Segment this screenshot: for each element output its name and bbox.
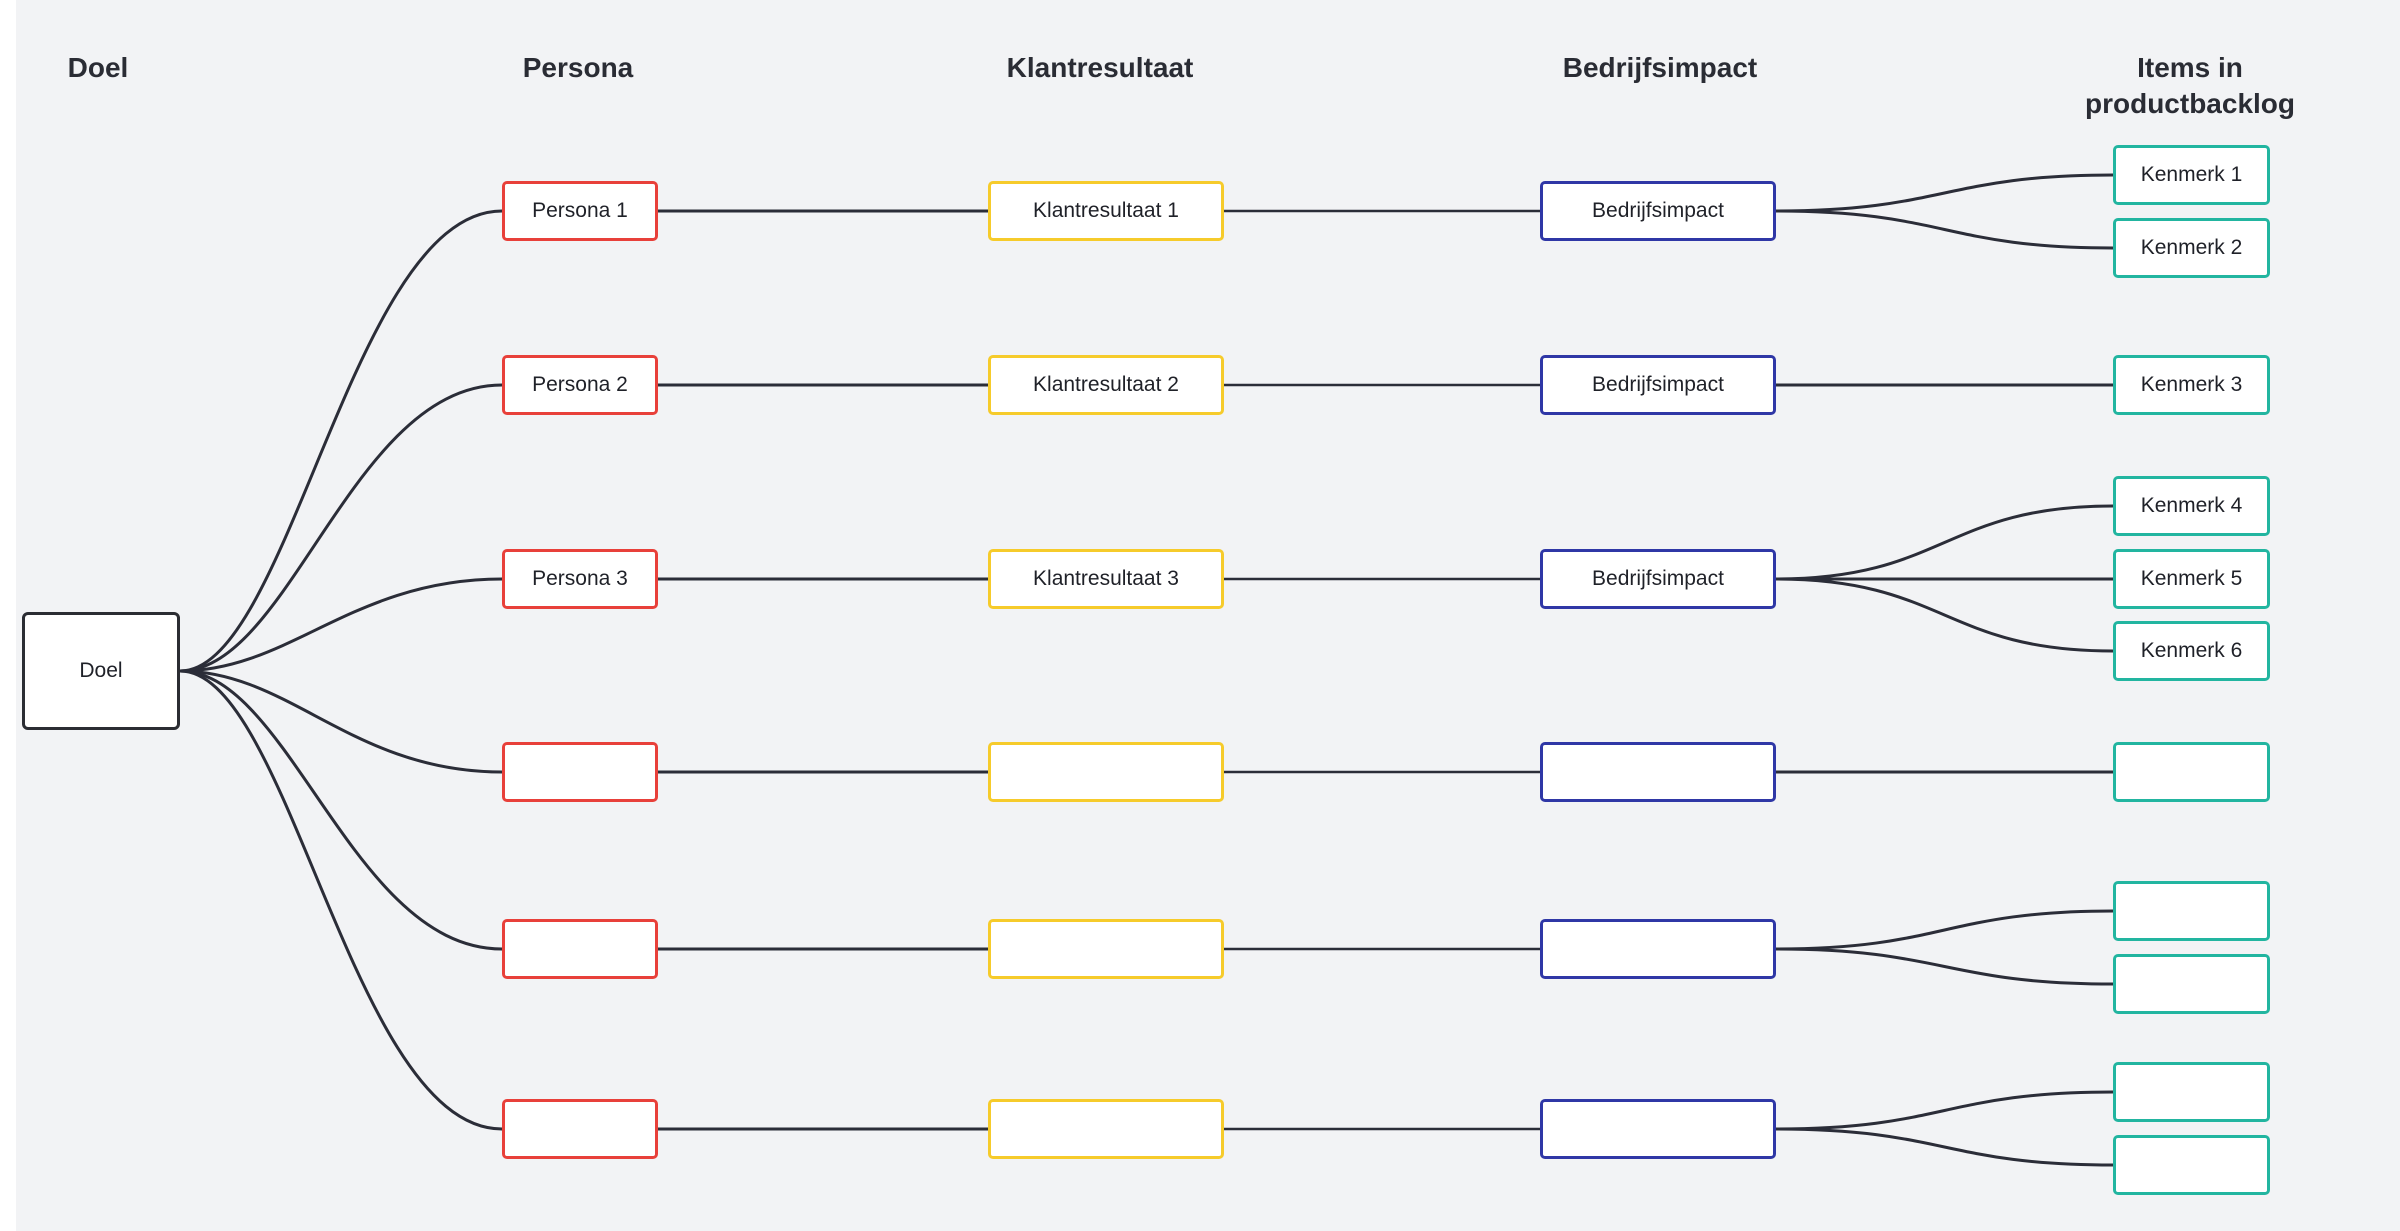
bedrijfsimpact-node-6[interactable] [1540, 1099, 1776, 1159]
persona-node-3[interactable]: Persona 3 [502, 549, 658, 609]
backlog-item-1-2[interactable]: Kenmerk 2 [2113, 218, 2270, 278]
connector-impact-item-6-2 [1775, 1127, 2114, 1167]
header-persona: Persona [522, 52, 634, 83]
connector-goal-persona-4 [179, 669, 503, 774]
header-bedrijfsimpact: Bedrijfsimpact [1562, 52, 1758, 83]
klantresultaat-node-3[interactable]: Klantresultaat 3 [988, 549, 1224, 609]
bedrijfsimpact-node-3[interactable]: Bedrijfsimpact [1540, 549, 1776, 609]
connector-goal-persona-6 [179, 669, 503, 1131]
bedrijfsimpact-node-2[interactable]: Bedrijfsimpact [1540, 355, 1776, 415]
backlog-item-6-2[interactable] [2113, 1135, 2270, 1195]
connector-impact-item-1-2 [1775, 209, 2114, 250]
backlog-item-3-3[interactable]: Kenmerk 6 [2113, 621, 2270, 681]
connector-goal-persona-3 [179, 577, 503, 673]
header-klantresultaat: Klantresultaat [1006, 52, 1194, 83]
klantresultaat-node-6[interactable] [988, 1099, 1224, 1159]
connector-impact-item-3-1 [1775, 504, 2114, 581]
backlog-item-2-1[interactable]: Kenmerk 3 [2113, 355, 2270, 415]
connector-goal-persona-2 [179, 383, 503, 673]
backlog-item-4-1[interactable] [2113, 742, 2270, 802]
klantresultaat-node-2[interactable]: Klantresultaat 2 [988, 355, 1224, 415]
connector-goal-persona-1 [179, 209, 503, 673]
connector-impact-item-3-3 [1775, 577, 2114, 653]
persona-node-5[interactable] [502, 919, 658, 979]
backlog-item-5-2[interactable] [2113, 954, 2270, 1014]
header-doel: Doel [67, 52, 129, 83]
klantresultaat-node-5[interactable] [988, 919, 1224, 979]
persona-node-6[interactable] [502, 1099, 658, 1159]
persona-node-1[interactable]: Persona 1 [502, 181, 658, 241]
connector-impact-item-5-1 [1775, 909, 2114, 951]
bedrijfsimpact-node-1[interactable]: Bedrijfsimpact [1540, 181, 1776, 241]
backlog-item-3-1[interactable]: Kenmerk 4 [2113, 476, 2270, 536]
connector-impact-item-1-1 [1775, 173, 2114, 213]
persona-node-4[interactable] [502, 742, 658, 802]
persona-node-2[interactable]: Persona 2 [502, 355, 658, 415]
bedrijfsimpact-node-5[interactable] [1540, 919, 1776, 979]
connector-goal-persona-5 [179, 669, 503, 951]
backlog-item-3-2[interactable]: Kenmerk 5 [2113, 549, 2270, 609]
backlog-item-6-1[interactable] [2113, 1062, 2270, 1122]
backlog-item-1-1[interactable]: Kenmerk 1 [2113, 145, 2270, 205]
connector-impact-item-6-1 [1775, 1090, 2114, 1131]
connector-impact-item-5-2 [1775, 947, 2114, 986]
klantresultaat-node-1[interactable]: Klantresultaat 1 [988, 181, 1224, 241]
klantresultaat-node-4[interactable] [988, 742, 1224, 802]
header-items-productbacklog: Items in productbacklog [2084, 52, 2295, 119]
goal-node[interactable]: Doel [22, 612, 180, 730]
backlog-item-5-1[interactable] [2113, 881, 2270, 941]
bedrijfsimpact-node-4[interactable] [1540, 742, 1776, 802]
